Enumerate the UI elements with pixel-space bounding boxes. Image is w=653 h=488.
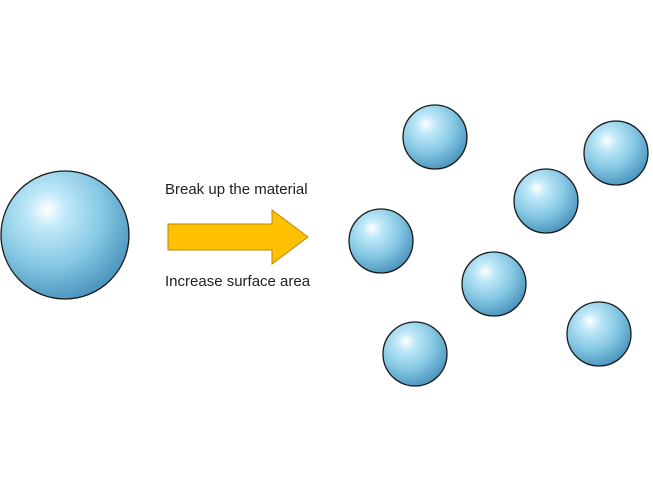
large-sphere — [0, 170, 130, 300]
break-up-label: Break up the material — [165, 181, 308, 198]
small-sphere — [382, 321, 448, 387]
small-sphere — [566, 301, 632, 367]
small-sphere — [348, 208, 414, 274]
small-spheres — [348, 104, 649, 387]
small-sphere — [513, 168, 579, 234]
surface-area-label: Increase surface area — [165, 273, 311, 290]
small-sphere — [461, 251, 527, 317]
small-sphere — [402, 104, 468, 170]
arrow-right-icon — [167, 209, 309, 265]
small-sphere — [583, 120, 649, 186]
